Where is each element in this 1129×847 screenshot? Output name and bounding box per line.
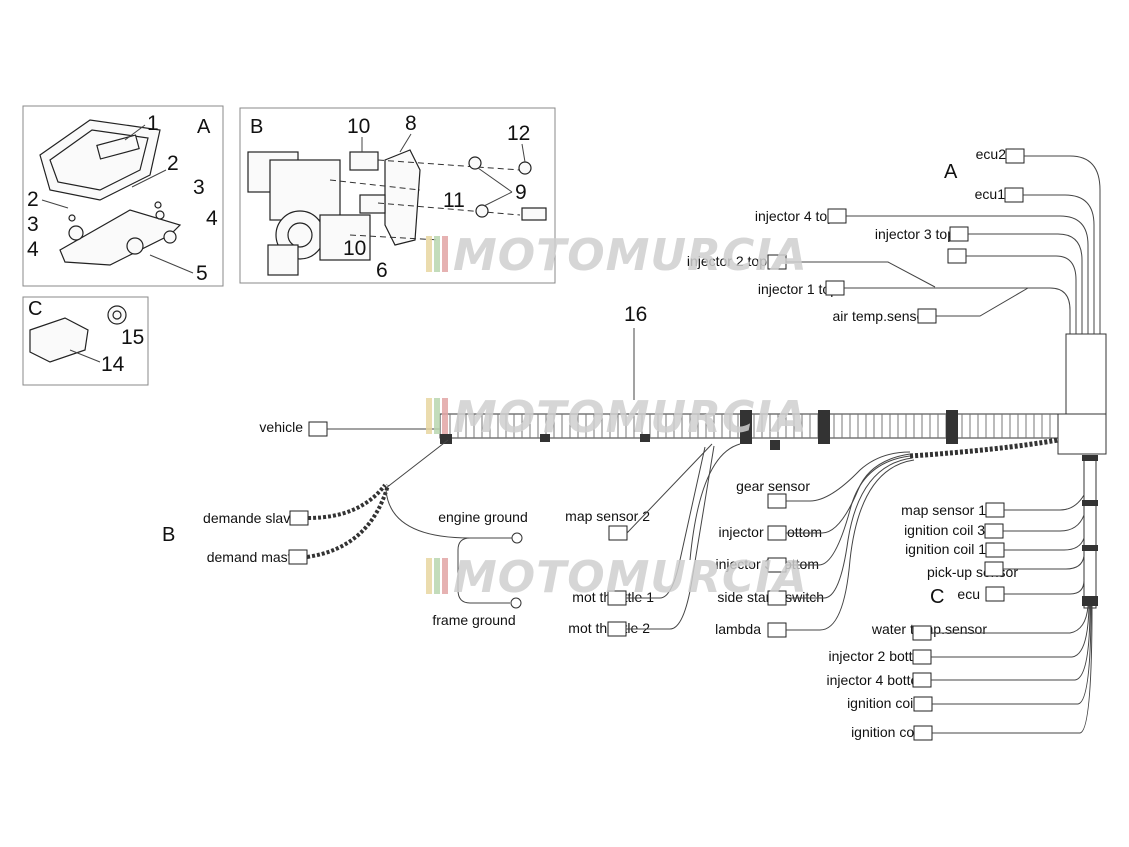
connector-pick-up-sensor: pick-up sensor [927,555,1085,580]
svg-text:injector 2 top: injector 2 top [687,253,767,269]
connector-injector-2-top: injector 2 top [687,253,936,288]
callout-2a: 2 [167,152,179,175]
svg-text:demande slave: demande slave [203,510,298,526]
connector-engine-ground: engine ground [385,489,528,604]
panel-b: B 10 8 12 9 11 10 6 [239,107,556,284]
mount-bracket-drawing [349,149,421,246]
panel-c: C 15 14 [22,296,149,386]
connector-injector-3-top: injector 3 top [875,226,1083,334]
svg-text:ignition coil 4: ignition coil 4 [851,724,932,740]
callout-12: 12 [507,122,530,145]
throttle-body-drawing [247,151,371,276]
svg-text:ignition coil 3: ignition coil 3 [904,522,985,538]
ecu-unit-drawing [39,119,161,201]
connector-air-temp-sensor: air temp.sensor [833,287,1029,324]
connector-side-stand-switch: side stand switch [717,457,913,606]
connector-vehicle: vehicle [259,419,440,437]
svg-text:injector 4 bottom: injector 4 bottom [827,672,931,688]
connector-ecu: ecu [957,579,1085,602]
ecu-bracket-drawing [59,209,182,266]
connector-map-sensor-2: map sensor 2 [565,443,713,541]
connector-ignition-coil-3: ignition coil 3 [904,514,1085,539]
watermark-3: MOTOMURCIA [426,552,808,603]
connector-mot-throttle-2: mot throttle 2 [568,445,715,637]
group-letter-c: C [930,586,944,608]
svg-text:map sensor 1: map sensor 1 [901,502,986,518]
connector-lambda: lambda [715,459,915,638]
svg-text:ignition coil 1: ignition coil 1 [905,541,986,557]
svg-text:frame ground: frame ground [432,612,515,628]
watermarks: MOTOMURCIA MOTOMURCIA MOTOMURCIA [426,230,808,603]
connector-injector-4-bottom: injector 4 bottom [827,605,1091,688]
connector-frame-ground: frame ground [432,597,522,628]
panel-b-letter: B [250,116,263,138]
svg-text:ecu1: ecu1 [975,186,1006,202]
callout-3b: 3 [27,213,39,236]
connector-mot-throttle-1: mot throttle 1 [572,446,706,606]
connector-demand-master: demand master [207,484,390,565]
connector-demande-slave: demande slave [203,483,387,526]
connector-injector-3-bottom: injector 3 bottom [716,455,911,573]
watermark-1: MOTOMURCIA [426,230,808,281]
callout-10a: 10 [347,115,370,138]
callout-15: 15 [121,326,144,349]
callout-4b: 4 [27,238,39,261]
panel-a: A 1 2 2 3 3 4 4 5 [22,105,224,287]
svg-text:ecu: ecu [957,586,980,602]
connector-ecu1: ecu1 [975,186,1095,334]
svg-text:injector 4 top: injector 4 top [755,208,835,224]
connector-ignition-coil-1: ignition coil 1 [905,537,1085,558]
connector-injector-2-bottom: injector 2 bottom [829,605,1090,665]
svg-text:map sensor 2: map sensor 2 [565,508,650,524]
connector-ecu2: ecu2 [976,146,1101,334]
connector-ignition-coil-4: ignition coil 4 [851,605,1093,741]
svg-text:vehicle: vehicle [259,419,303,435]
connector-injector-1-top: injector 1 top [758,280,1071,334]
connector-injector-1-bottom: injector 1 bottom [719,453,911,541]
panel-a-letter: A [197,116,211,138]
callout-2b: 2 [27,188,39,211]
svg-text:engine ground: engine ground [438,509,528,525]
svg-text:injector 3 bottom: injector 3 bottom [716,556,820,572]
connector-map-sensor-1: map sensor 1 [901,494,1085,518]
svg-text:MOTOMURCIA: MOTOMURCIA [453,392,808,443]
connector-injector-4-top: injector 4 top [755,208,1089,334]
svg-text:ignition coil 2: ignition coil 2 [847,695,928,711]
connector-ignition-coil-2: ignition coil 2 [847,605,1092,712]
callout-6: 6 [376,259,388,282]
callout-8: 8 [405,112,417,135]
callout-4a: 4 [206,207,218,230]
callout-5: 5 [196,262,208,285]
callout-14: 14 [101,353,125,376]
group-letter-a: A [944,161,958,183]
svg-text:ecu2: ecu2 [976,146,1007,162]
connector-spare [947,248,1077,334]
callout-9: 9 [515,181,527,204]
svg-text:injector 1 top: injector 1 top [758,281,838,297]
callout-10b: 10 [343,237,366,260]
harness-number: 16 [624,303,647,326]
group-letter-b: B [162,524,175,546]
svg-text:air temp.sensor: air temp.sensor [833,308,930,324]
svg-text:injector 3 top: injector 3 top [875,226,955,242]
svg-text:gear sensor: gear sensor [736,478,810,494]
panel-c-letter: C [28,298,42,320]
svg-text:lambda: lambda [715,621,761,637]
svg-text:injector 2 bottom: injector 2 bottom [829,648,933,664]
harness: 16 A B C ecu2 [162,146,1107,741]
connector-water-temp-sensor: water temp.sensor [871,605,1089,641]
callout-11: 11 [443,189,465,212]
callout-3a: 3 [193,176,205,199]
svg-text:pick-up sensor: pick-up sensor [927,564,1018,580]
svg-text:demand master: demand master [207,549,305,565]
svg-text:MOTOMURCIA: MOTOMURCIA [453,230,808,281]
callout-1: 1 [147,112,159,135]
svg-text:MOTOMURCIA: MOTOMURCIA [453,552,808,603]
connector-gear-sensor: gear sensor [736,451,911,509]
watermark-2: MOTOMURCIA [426,392,808,443]
